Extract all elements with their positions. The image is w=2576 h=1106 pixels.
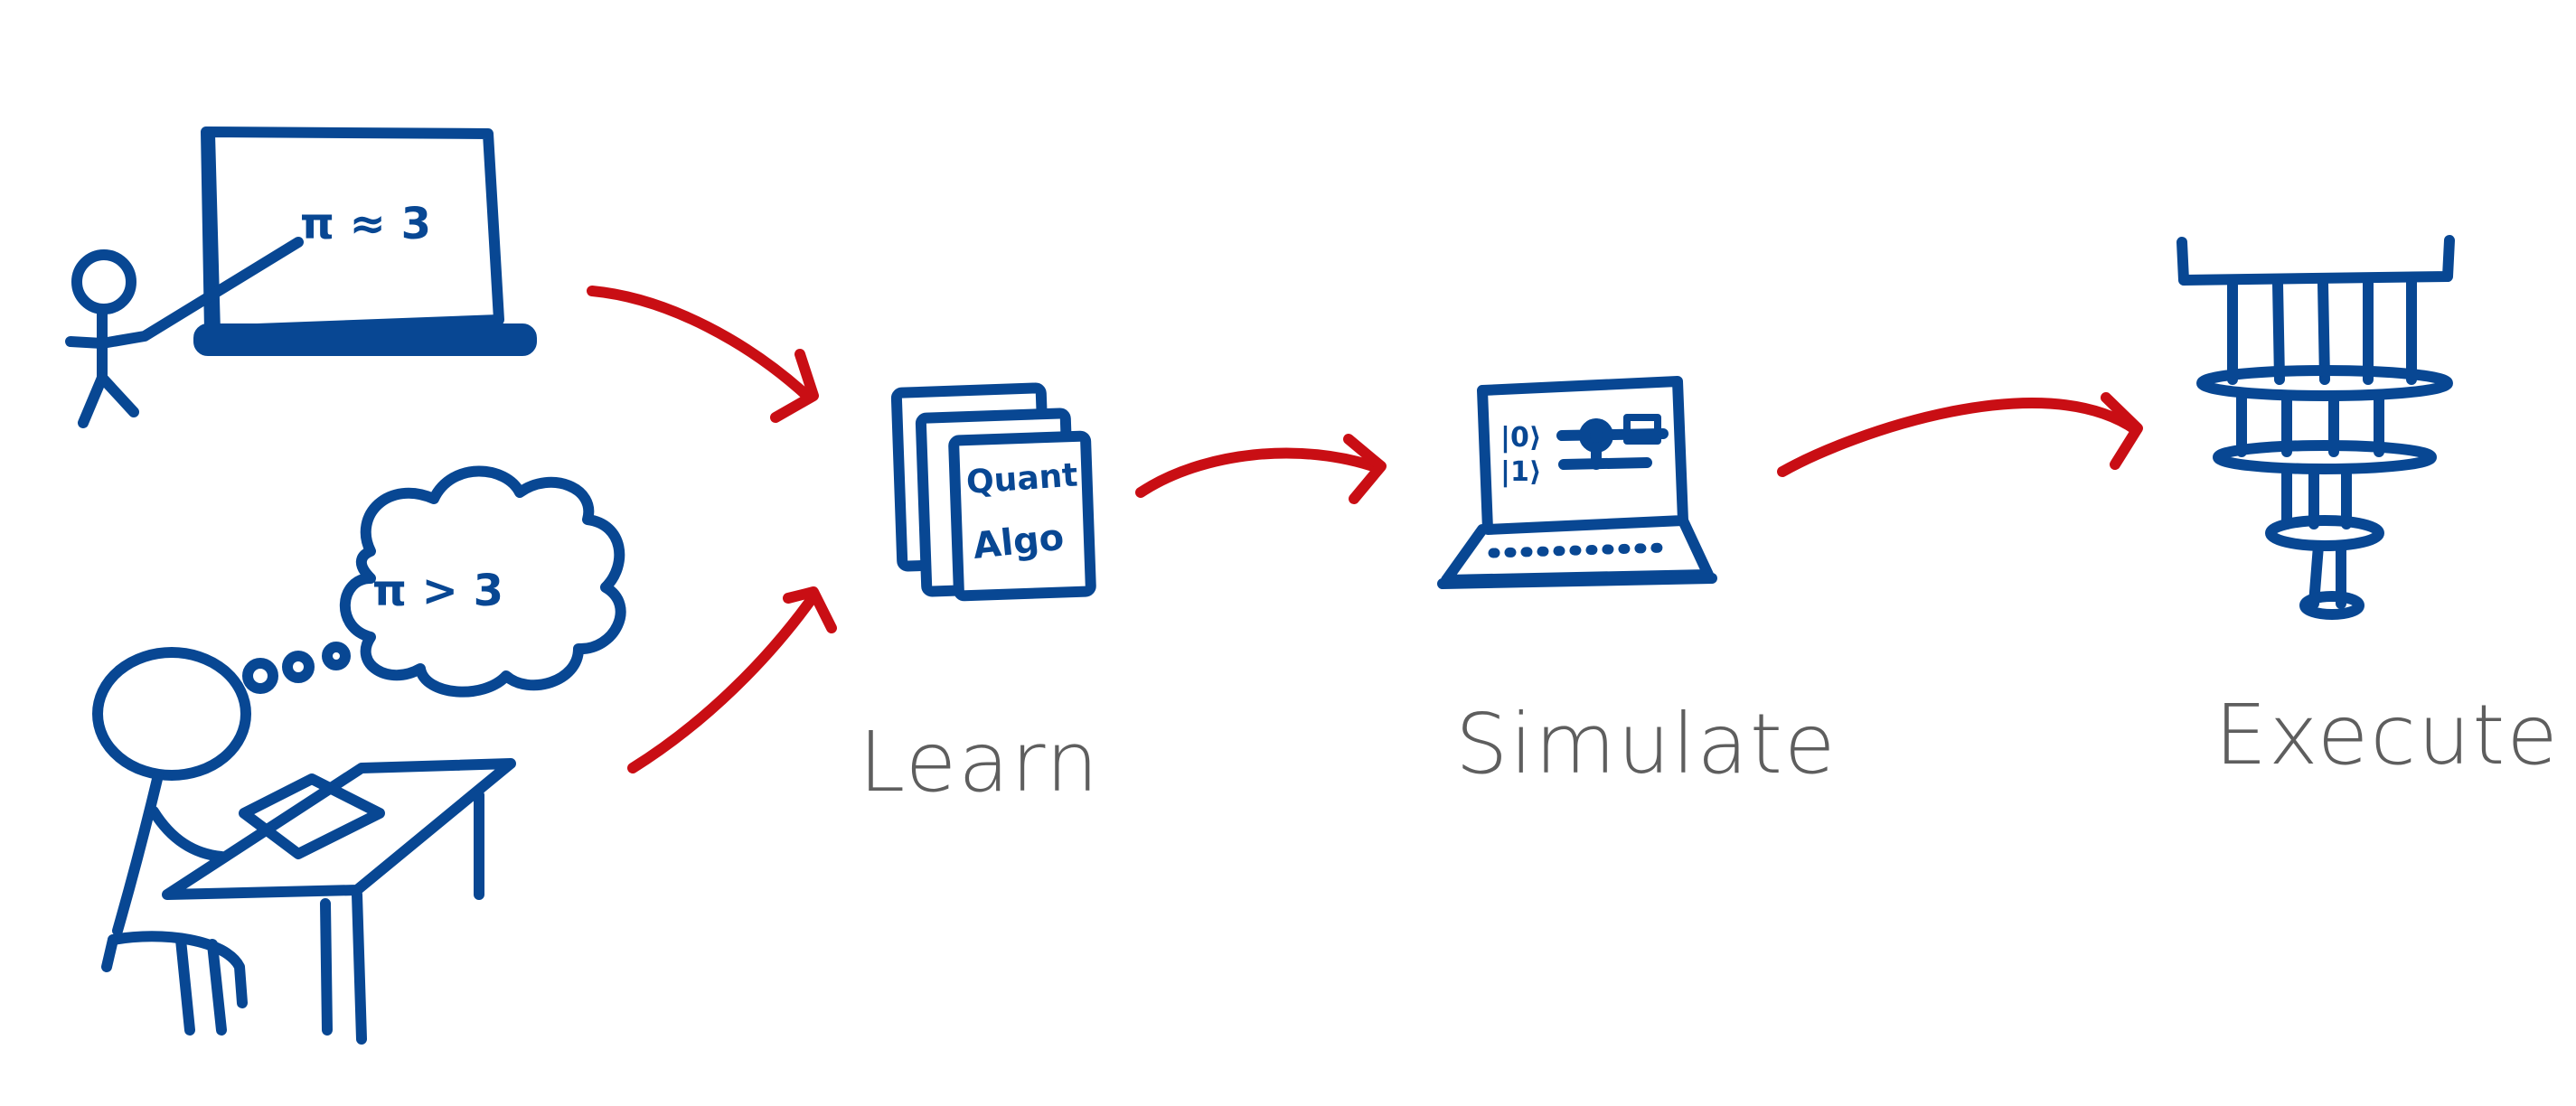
arrow-teacher-to-learn: [587, 286, 819, 423]
paper-line-quant: Quant: [965, 456, 1079, 501]
student-thinking-icon: [92, 465, 626, 1045]
stage-label-simulate: Simulate: [1455, 696, 1838, 792]
quantum-computer-icon: [2176, 235, 2455, 620]
board-text: π ≈ 3: [300, 199, 431, 249]
stage-label-learn: Learn: [859, 714, 1101, 811]
teacher-whiteboard-icon: [65, 127, 537, 428]
arrow-learn-to-simulate: [1135, 434, 1387, 504]
paper-line-algo: Algo: [971, 517, 1066, 567]
stacked-papers-icon: [890, 382, 1096, 602]
arrow-simulate-to-execute: [1777, 392, 2143, 477]
arrow-student-to-learn: [627, 586, 837, 773]
arrows-group: [587, 286, 2143, 773]
screen-line-0: |0⟩: [1500, 422, 1542, 454]
laptop-icon: [1437, 376, 1717, 589]
stage-label-execute: Execute: [2214, 687, 2560, 783]
screen-line-1: |1⟩: [1500, 456, 1542, 488]
thought-text: π > 3: [372, 566, 503, 616]
